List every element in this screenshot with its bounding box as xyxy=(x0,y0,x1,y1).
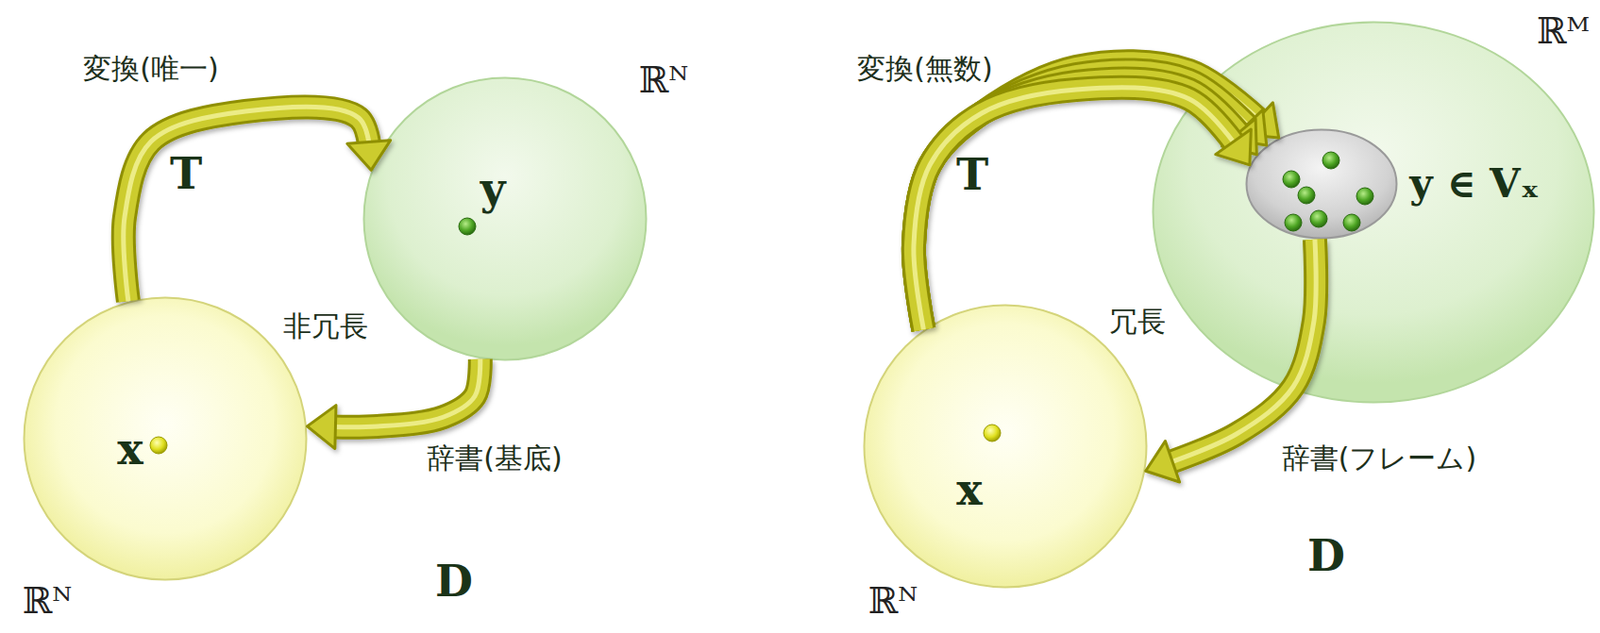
space-label: ℝᴺ xyxy=(639,61,690,102)
arrow-shaft-outline xyxy=(1145,239,1316,472)
vector-point xyxy=(1297,186,1315,204)
shape-outline xyxy=(362,76,648,362)
vector-point xyxy=(1322,151,1340,169)
region-fill xyxy=(24,298,307,581)
solution-set-ellipse: y ∈ Vₓ xyxy=(1245,128,1398,240)
dictionary-caption: 辞書(フレーム) xyxy=(1281,442,1477,474)
region-fill xyxy=(364,78,647,361)
region-fill xyxy=(864,305,1147,589)
vector-point xyxy=(983,424,1001,442)
vector-point xyxy=(1343,214,1361,232)
coefficient-space-circle: yℝᴺ xyxy=(362,76,648,362)
set-label: y ∈ Vₓ xyxy=(1409,162,1539,206)
transform-caption: 変換(無数) xyxy=(857,52,993,85)
vector-point xyxy=(150,437,168,455)
arrow-shaft xyxy=(123,106,371,302)
shape-outline xyxy=(1245,128,1398,240)
mapping-arrow xyxy=(306,359,480,450)
space-label: ℝᴺ xyxy=(22,582,73,623)
arrow-sheen xyxy=(1145,239,1316,472)
arrow-copy xyxy=(913,87,1251,331)
arrow-sheen xyxy=(913,61,1280,330)
redundancy-caption: 冗長 xyxy=(1109,305,1166,337)
shape-outline xyxy=(862,303,1148,590)
operator-label: T xyxy=(169,150,203,199)
arrow-shaft xyxy=(913,61,1280,330)
shape-outline xyxy=(1151,20,1596,405)
arrow-sheen xyxy=(913,87,1250,331)
vector-label: y xyxy=(480,165,506,214)
arrow-copy xyxy=(913,61,1280,330)
arrow-shaft xyxy=(913,79,1257,331)
mapping-arrow xyxy=(913,61,1280,330)
arrow-sheen xyxy=(123,106,371,302)
arrow-shaft-outline xyxy=(913,69,1267,330)
region-fill xyxy=(1153,22,1595,404)
operator-label: D xyxy=(1307,532,1346,581)
vector-label: x xyxy=(117,425,143,474)
space-label: ℝᴺ xyxy=(868,582,919,623)
signal-space-circle: xℝᴺ xyxy=(862,303,1148,590)
region-fill xyxy=(1246,130,1398,239)
arrow-shaft xyxy=(1145,239,1316,472)
shape-outline xyxy=(22,296,308,582)
arrow-head xyxy=(347,140,391,171)
operator-label: T xyxy=(956,151,989,200)
dictionary-caption: 辞書(基底) xyxy=(426,442,562,474)
signal-space-circle: xℝᴺ xyxy=(22,296,308,582)
arrow-sheen xyxy=(913,79,1257,331)
arrow-shaft-outline xyxy=(913,61,1280,330)
space-label: ℝᴹ xyxy=(1536,12,1590,52)
arrow-head xyxy=(1215,129,1252,166)
arrow-shaft xyxy=(913,87,1250,331)
arrow-shaft-outline xyxy=(123,106,371,302)
operator-label: D xyxy=(435,557,473,607)
arrow-head xyxy=(306,405,337,450)
vector-point xyxy=(1282,170,1300,188)
arrow-head xyxy=(1145,441,1180,483)
arrow-copy xyxy=(123,106,391,302)
arrow-sheen xyxy=(913,69,1267,330)
coefficient-space-ellipse: ℝᴹy ∈ Vₓ xyxy=(1151,20,1596,405)
vector-point xyxy=(1356,187,1374,205)
vector-label: x xyxy=(956,466,982,515)
arrow-shaft-outline xyxy=(913,87,1250,331)
arrow-copy xyxy=(306,359,480,450)
redundancy-caption: 非冗長 xyxy=(283,310,369,342)
vector-point xyxy=(1310,210,1328,228)
arrow-shaft-outline xyxy=(913,79,1257,331)
arrow-shaft xyxy=(913,69,1267,330)
vector-point xyxy=(458,218,476,236)
arrow-copy xyxy=(913,79,1257,331)
transform-caption: 変換(唯一) xyxy=(83,52,219,85)
mapping-arrow xyxy=(123,106,391,302)
arrow-copy xyxy=(913,69,1267,330)
vector-point xyxy=(1284,214,1302,232)
